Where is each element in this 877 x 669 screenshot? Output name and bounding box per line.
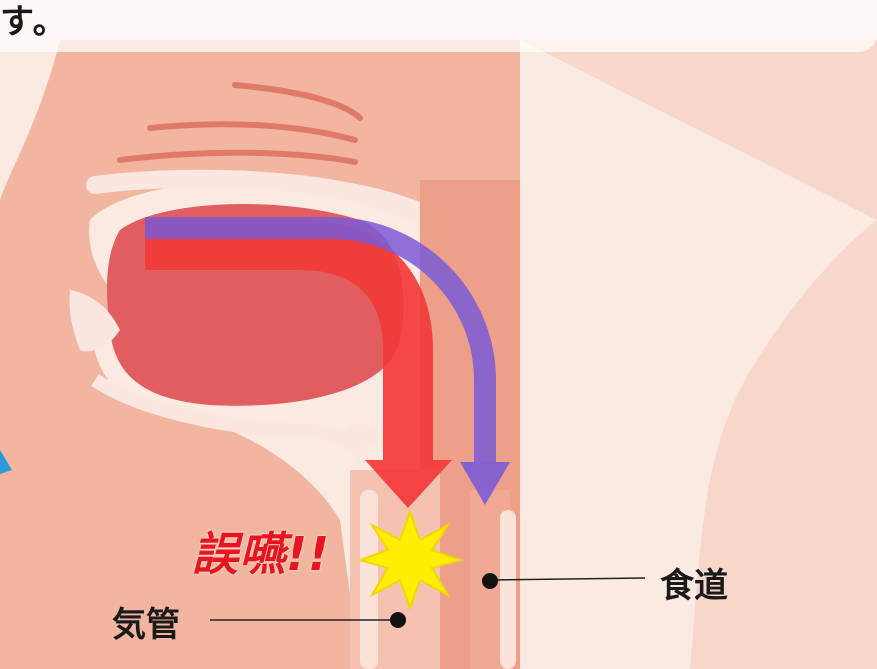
esophagus-highlight — [500, 510, 516, 669]
trachea-ring-1 — [360, 490, 378, 669]
esophagus-pointer-dot — [482, 573, 498, 589]
trachea-label: 気管 — [112, 597, 180, 646]
burst-star-icon — [360, 512, 460, 608]
esophagus-label: 食道 — [660, 558, 728, 607]
trachea-pointer-dot — [390, 612, 406, 628]
banner-text: す。 — [0, 2, 69, 42]
aspiration-label: 誤嚥!! — [192, 518, 330, 584]
blue-tab-icon — [0, 432, 18, 478]
top-banner: す。 — [0, 0, 877, 52]
epiglottis — [344, 424, 380, 448]
